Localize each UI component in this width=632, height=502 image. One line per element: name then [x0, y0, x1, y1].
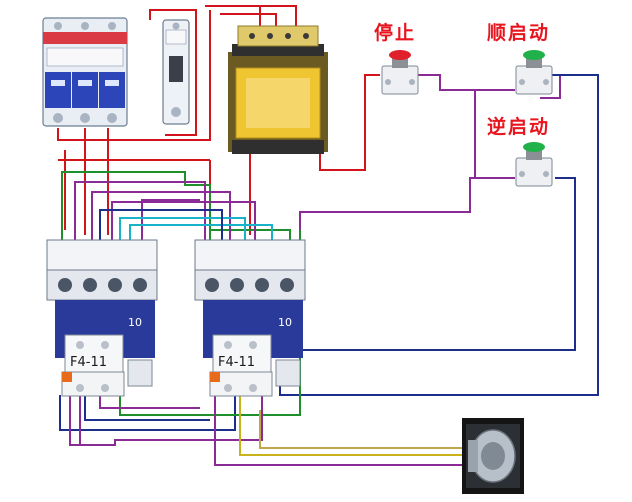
contactor-right-model: F4-11 — [218, 355, 255, 370]
blue-wire — [279, 74, 599, 396]
blue-wire — [290, 177, 576, 351]
purple-wire — [141, 199, 200, 252]
purple-wire — [74, 181, 206, 250]
red-wire — [205, 5, 261, 26]
purple-wire — [214, 395, 470, 466]
purple-wire — [299, 177, 515, 245]
yellow-wire — [259, 410, 470, 449]
red-wire — [57, 10, 211, 141]
purple-wire — [69, 395, 263, 446]
red-wire — [230, 149, 251, 235]
yellow-wire — [239, 395, 470, 456]
motor — [462, 418, 524, 494]
reverse-start-label: 逆启动 — [487, 116, 551, 138]
contactor-left-model: F4-11 — [70, 355, 107, 370]
contactor-right-rating: 10 — [278, 316, 292, 329]
purple-wire — [418, 74, 515, 91]
reverse-start-push-button — [515, 142, 553, 187]
three-pole-breaker — [42, 17, 128, 127]
stop-label: 停止 — [374, 22, 417, 44]
cyan-wire — [129, 224, 273, 250]
forward-start-label: 顺启动 — [487, 22, 551, 44]
red-wire — [220, 13, 277, 26]
blue-wire — [84, 395, 210, 421]
red-wire — [236, 5, 297, 26]
contactor-right: F4-11 10 — [194, 239, 306, 397]
contactor-left-rating: 10 — [128, 316, 142, 329]
blue-wire — [99, 209, 223, 250]
contactor-left: F4-11 10 — [46, 239, 158, 397]
purple-wire — [91, 191, 231, 250]
red-wire — [149, 9, 197, 136]
blue-wire — [59, 395, 236, 431]
red-wire — [319, 74, 380, 171]
control-transformer — [228, 25, 328, 154]
purple-wire — [99, 395, 200, 409]
stop-push-button — [381, 50, 419, 95]
single-pole-breaker — [162, 19, 190, 125]
forward-start-push-button — [515, 50, 553, 95]
green-wire — [61, 171, 211, 245]
